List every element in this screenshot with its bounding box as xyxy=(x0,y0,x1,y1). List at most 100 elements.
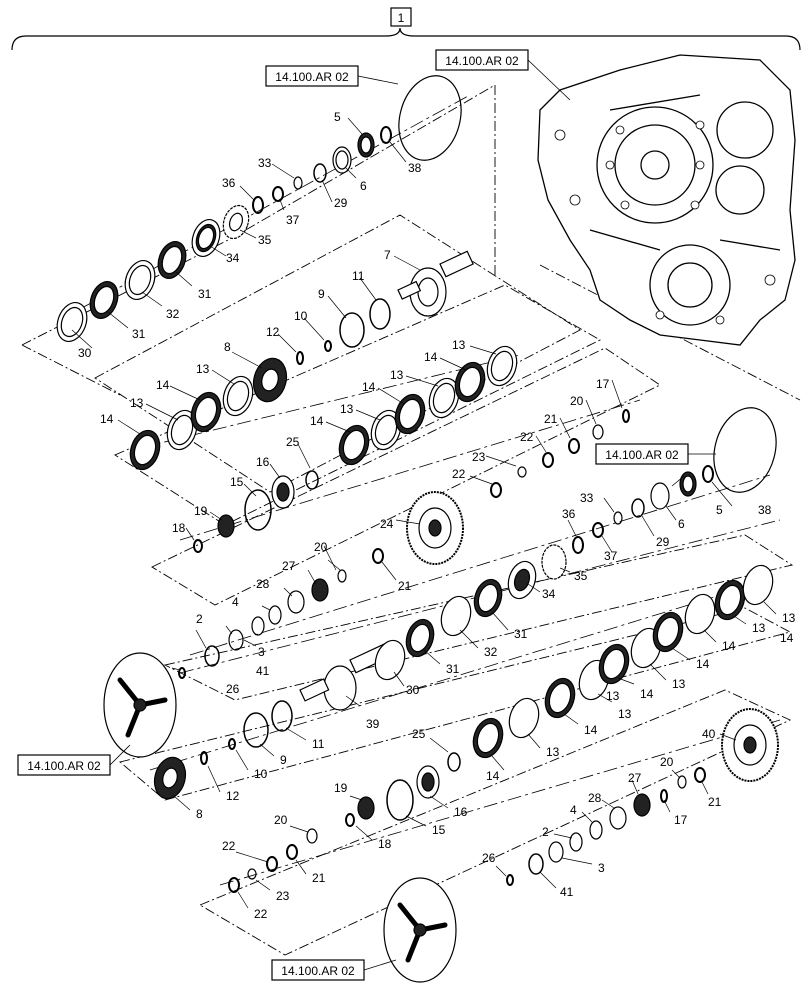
callout-22: 22 xyxy=(520,430,534,444)
reference-label: 14.100.AR 02 xyxy=(275,70,349,84)
callout-3: 3 xyxy=(258,645,265,659)
reference-box-mid-right[interactable]: 14.100.AR 02 xyxy=(595,443,689,465)
callout-13: 13 xyxy=(390,368,404,382)
part-33b xyxy=(613,511,623,525)
callout-13: 13 xyxy=(546,745,560,759)
callout-21: 21 xyxy=(708,795,722,809)
callout-5: 5 xyxy=(716,503,723,517)
part-36b xyxy=(572,536,584,554)
callout-37: 37 xyxy=(286,213,300,227)
callout-29: 29 xyxy=(334,196,348,210)
callout-24: 24 xyxy=(380,517,394,531)
callout-14: 14 xyxy=(696,657,710,671)
callout-19: 19 xyxy=(334,781,348,795)
callout-23: 23 xyxy=(472,450,486,464)
part-29a xyxy=(313,163,327,183)
callout-14: 14 xyxy=(640,687,654,701)
callout-23: 23 xyxy=(276,889,290,903)
part-7-shaft xyxy=(397,250,474,317)
callout-13: 13 xyxy=(340,402,354,416)
callout-13: 13 xyxy=(606,689,620,703)
reference-box-top-right[interactable]: 14.100.AR 02 xyxy=(435,49,529,71)
part-32b xyxy=(440,595,472,637)
callout-16: 16 xyxy=(454,805,468,819)
part-2a xyxy=(251,616,265,636)
part-12a xyxy=(296,351,304,365)
part-23a xyxy=(517,466,527,478)
part-32a xyxy=(124,260,156,300)
callout-25: 25 xyxy=(286,435,300,449)
reference-label: 14.100.AR 02 xyxy=(281,964,355,978)
callout-34: 34 xyxy=(226,251,240,265)
callout-15: 15 xyxy=(432,823,446,837)
part-25b xyxy=(447,752,461,772)
callout-14: 14 xyxy=(310,414,324,428)
callout-26: 26 xyxy=(482,851,496,865)
callout-27: 27 xyxy=(282,559,296,573)
reference-box-lower-left[interactable]: 14.100.AR 02 xyxy=(17,754,111,776)
group-outline-7 xyxy=(198,689,792,956)
callout-17: 17 xyxy=(596,377,610,391)
callout-22: 22 xyxy=(452,467,466,481)
callout-2: 2 xyxy=(196,612,203,626)
reference-label: 14.100.AR 02 xyxy=(605,448,679,462)
reference-label: 14.100.AR 02 xyxy=(445,54,519,68)
reference-leader-2 xyxy=(527,59,571,101)
part-22a xyxy=(542,452,554,468)
group-outline-3 xyxy=(114,284,601,526)
part-11a xyxy=(369,298,391,330)
callout-9: 9 xyxy=(280,753,287,767)
part-10b xyxy=(228,738,236,750)
part-21e xyxy=(694,767,706,783)
part-24-gear xyxy=(406,491,464,565)
callout-14: 14 xyxy=(362,380,376,394)
callout-22: 22 xyxy=(254,907,268,921)
callout-31: 31 xyxy=(198,287,212,301)
callout-6: 6 xyxy=(678,517,685,531)
part-35b xyxy=(541,544,567,580)
part-4b xyxy=(589,820,603,840)
part-20a xyxy=(592,424,604,440)
part-20d xyxy=(677,775,687,789)
callout-18: 18 xyxy=(172,521,186,535)
reference-leader-4 xyxy=(109,744,131,766)
reference-box-top-left[interactable]: 14.100.AR 02 xyxy=(265,65,359,87)
part-18a xyxy=(193,539,203,553)
callout-36: 36 xyxy=(222,176,236,190)
callout-14: 14 xyxy=(100,412,114,426)
part-10a xyxy=(324,340,332,352)
callout-19: 19 xyxy=(194,504,208,518)
callout-21: 21 xyxy=(544,412,558,426)
assembly-bracket xyxy=(11,27,801,51)
part-21d xyxy=(286,844,298,860)
part-40-gear xyxy=(721,708,779,782)
callout-9: 9 xyxy=(318,287,325,301)
callout-20: 20 xyxy=(314,540,328,554)
assembly-callout[interactable]: 1 xyxy=(390,7,412,27)
part-15a xyxy=(244,489,272,531)
callout-26: 26 xyxy=(226,682,240,696)
reference-box-bottom[interactable]: 14.100.AR 02 xyxy=(271,959,365,981)
part-15b xyxy=(386,779,414,821)
callout-8: 8 xyxy=(224,340,231,354)
part-3a xyxy=(228,629,244,651)
callout-27: 27 xyxy=(628,771,642,785)
part-22b xyxy=(490,482,502,498)
part-27b xyxy=(633,793,651,817)
part-18b xyxy=(345,813,355,827)
callout-16: 16 xyxy=(256,455,270,469)
callout-14: 14 xyxy=(584,723,598,737)
part-29b xyxy=(631,498,645,518)
part-21a xyxy=(568,438,580,454)
part-38b xyxy=(702,465,714,483)
callout-labels: 30 31 32 31 34 35 36 37 33 29 6 5 38 8 1… xyxy=(78,110,796,921)
carrier-plate-b xyxy=(383,877,457,983)
callout-39: 39 xyxy=(366,717,380,731)
part-39-shaft xyxy=(299,642,393,711)
callout-12: 12 xyxy=(226,789,240,803)
callout-20: 20 xyxy=(570,394,584,408)
callout-15: 15 xyxy=(230,475,244,489)
part-28a xyxy=(287,590,305,614)
callout-38: 38 xyxy=(408,161,422,175)
callout-37: 37 xyxy=(604,549,618,563)
